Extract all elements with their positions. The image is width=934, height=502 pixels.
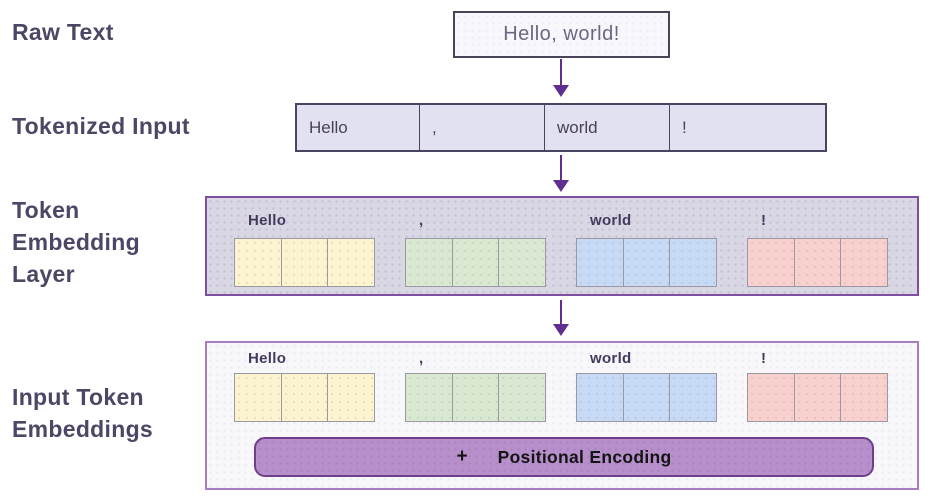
- embedding-cell: [577, 239, 624, 286]
- tokenized-input-row: Hello , world !: [295, 103, 827, 152]
- token-cell-hello: Hello: [297, 105, 420, 150]
- embedding-vector: [576, 238, 717, 287]
- embedding-vector: [747, 238, 888, 287]
- raw-text-box: Hello, world!: [453, 11, 670, 58]
- embedding-group-label: ,: [419, 212, 424, 229]
- input-token-embeddings-label: Input Token Embeddings: [12, 381, 153, 445]
- embedding-cell: [670, 239, 717, 286]
- embedding-group-comma: ,: [405, 350, 546, 422]
- token-cell-world: world: [545, 105, 670, 150]
- positional-encoding-label: Positional Encoding: [497, 446, 672, 467]
- embedding-group-hello: Hello: [234, 350, 375, 422]
- embedding-group-exclaim: !: [747, 350, 888, 422]
- embedding-group-label: ,: [419, 350, 424, 367]
- embedding-cell: [328, 374, 375, 421]
- embedding-vector: [747, 373, 888, 422]
- embedding-cell: [623, 239, 671, 286]
- embedding-cell: [499, 239, 546, 286]
- embedding-cell: [235, 374, 282, 421]
- embedding-cell: [406, 239, 453, 286]
- input-token-embeddings-box: Hello , world: [205, 341, 919, 490]
- arrow-embedding-to-input: [553, 300, 569, 336]
- embedding-vector: [405, 373, 546, 422]
- embedding-cell: [452, 239, 500, 286]
- token-cell-exclaim: !: [682, 117, 687, 137]
- raw-text-value: Hello, world!: [503, 23, 620, 45]
- embedding-group-world: world: [576, 212, 717, 287]
- embedding-cell: [794, 374, 842, 421]
- embedding-cell: [577, 374, 624, 421]
- embedding-group-label: Hello: [248, 350, 287, 367]
- token-embedding-layer-box: Hello , world: [205, 196, 919, 296]
- arrow-shaft: [560, 155, 562, 180]
- raw-text-label: Raw Text: [12, 19, 114, 45]
- embedding-groups-row: Hello , world: [234, 212, 888, 287]
- arrow-head-icon: [553, 85, 569, 97]
- embedding-cell: [748, 374, 795, 421]
- positional-encoding-bar: + Positional Encoding: [254, 437, 874, 477]
- embedding-groups-row: Hello , world: [234, 350, 888, 422]
- token-cell-comma: ,: [420, 105, 545, 150]
- arrow-head-icon: [553, 180, 569, 192]
- embedding-group-hello: Hello: [234, 212, 375, 287]
- token-embedding-layer-label-line3: Layer: [12, 261, 75, 287]
- arrow-shaft: [560, 300, 562, 324]
- embedding-cell: [452, 374, 500, 421]
- embedding-cell: [499, 374, 546, 421]
- token-embedding-layer-label-line1: Token: [12, 197, 80, 223]
- embedding-cell: [328, 239, 375, 286]
- arrow-raw-to-tokenized: [553, 59, 569, 97]
- embedding-cell: [748, 239, 795, 286]
- embedding-vector: [405, 238, 546, 287]
- embedding-vector: [234, 238, 375, 287]
- embedding-cell: [281, 239, 329, 286]
- embedding-vector: [576, 373, 717, 422]
- embedding-group-comma: ,: [405, 212, 546, 287]
- embedding-group-label: !: [761, 212, 767, 229]
- embedding-group-label: Hello: [248, 212, 287, 229]
- arrow-shaft: [560, 59, 562, 85]
- embedding-group-exclaim: !: [747, 212, 888, 287]
- input-token-embeddings-label-line2: Embeddings: [12, 416, 154, 442]
- embedding-cell: [670, 374, 717, 421]
- embedding-cell: [841, 239, 888, 286]
- embedding-group-label: !: [761, 350, 767, 367]
- embedding-cell: [623, 374, 671, 421]
- embedding-group-world: world: [576, 350, 717, 422]
- embedding-vector: [234, 373, 375, 422]
- token-embedding-layer-label-line2: Embedding: [12, 229, 140, 255]
- plus-icon: +: [456, 446, 468, 467]
- arrow-tokenized-to-embedding: [553, 155, 569, 192]
- input-token-embeddings-label-line1: Input Token: [12, 384, 144, 410]
- embedding-cell: [841, 374, 888, 421]
- embedding-cell: [406, 374, 453, 421]
- embedding-cell: [281, 374, 329, 421]
- tokenized-input-label: Tokenized Input: [12, 113, 190, 139]
- arrow-head-icon: [553, 324, 569, 336]
- token-embedding-layer-label: Token Embedding Layer: [12, 194, 140, 290]
- embedding-cell: [235, 239, 282, 286]
- embedding-cell: [794, 239, 842, 286]
- embedding-group-label: world: [590, 350, 632, 367]
- embedding-group-label: world: [590, 212, 632, 229]
